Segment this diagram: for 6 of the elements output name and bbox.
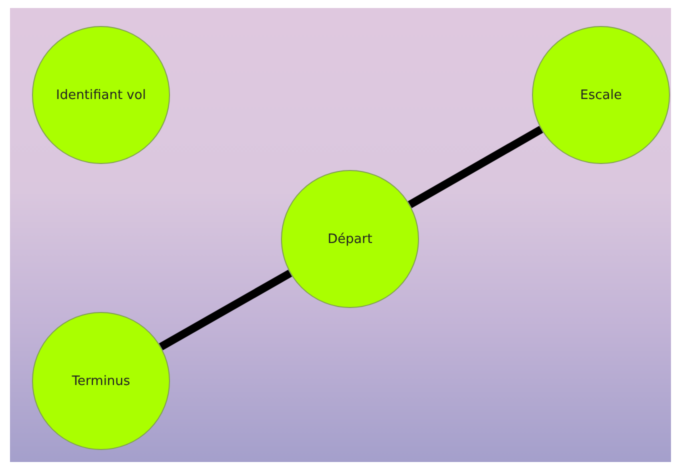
node-label: Terminus <box>72 374 130 388</box>
node-label: Identifiant vol <box>56 88 146 102</box>
connector-line <box>158 270 292 350</box>
node-label: Départ <box>328 232 372 246</box>
node-label: Escale <box>580 88 622 102</box>
connector-line <box>408 126 544 208</box>
